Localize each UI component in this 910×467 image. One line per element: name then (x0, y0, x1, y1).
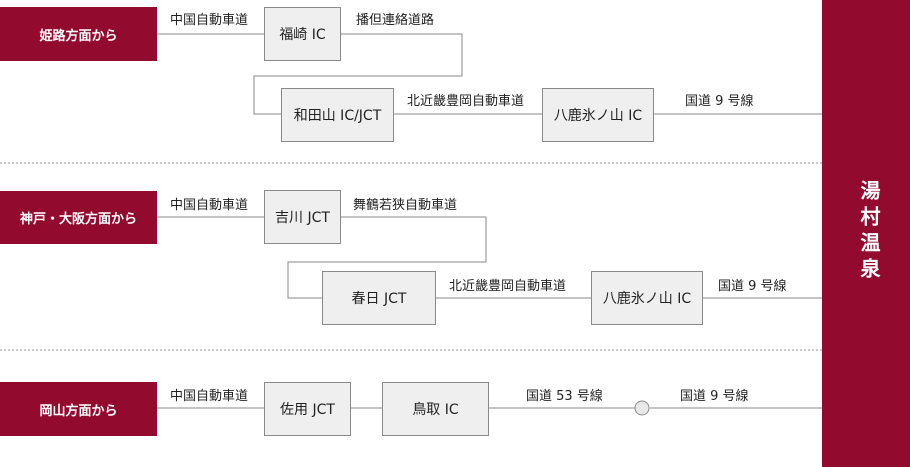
road-label: 国道 9 号線 (685, 94, 754, 109)
destination-title: 湯村温泉 (857, 180, 881, 284)
origin-kobe-osaka: 神戸・大阪方面から (0, 191, 157, 244)
node-yokawa-jct: 吉川 JCT (264, 190, 341, 244)
road-label: 国道 9 号線 (680, 389, 749, 404)
road-label: 国道 53 号線 (526, 389, 603, 404)
road-label: 国道 9 号線 (718, 279, 787, 294)
node-tottori-ic: 鳥取 IC (382, 382, 489, 436)
road-label: 北近畿豊岡自動車道 (449, 279, 567, 294)
road-label: 北近畿豊岡自動車道 (407, 94, 525, 109)
node-wadayama-ic-jct: 和田山 IC/JCT (281, 88, 394, 142)
road-label: 播但連絡道路 (356, 13, 435, 28)
road-label: 舞鶴若狭自動車道 (353, 198, 458, 213)
node-sayo-jct: 佐用 JCT (264, 382, 351, 436)
road-label: 中国自動車道 (170, 13, 249, 28)
origin-okayama: 岡山方面から (0, 382, 157, 436)
node-yoka-hyonosen-ic: 八鹿氷ノ山 IC (542, 88, 654, 142)
node-yoka-hyonosen-ic: 八鹿氷ノ山 IC (591, 271, 703, 325)
origin-himeji: 姫路方面から (0, 7, 157, 61)
node-kasuga-jct: 春日 JCT (322, 271, 436, 325)
road-label: 中国自動車道 (170, 389, 249, 404)
node-fukusaki-ic: 福崎 IC (264, 7, 341, 61)
destination-panel (822, 0, 910, 467)
waypoint-marker (634, 400, 650, 416)
road-label: 中国自動車道 (170, 198, 249, 213)
